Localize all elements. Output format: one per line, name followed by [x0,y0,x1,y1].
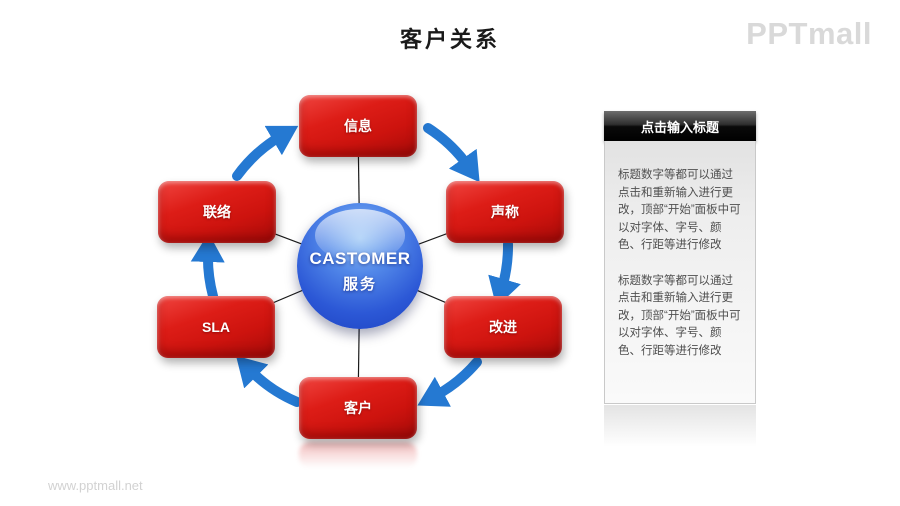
node-top-left[interactable]: 联络 [158,181,276,243]
panel-reflection [604,405,756,447]
node-bottom-right[interactable]: 改进 [444,296,562,358]
panel-paragraph-2[interactable]: 标题数字等都可以通过点击和重新输入进行更改，顶部“开始”面板中可以对字体、字号、… [618,274,741,357]
arrow-right [488,239,521,308]
arrow-topright [423,123,480,183]
sphere-label-line1: CASTOMER [309,248,411,268]
node-bottom-label: 客户 [344,400,372,416]
page-title[interactable]: 客户关系 [399,27,500,52]
node-top[interactable]: 信息 [299,95,417,157]
node-bottom[interactable]: 客户 [299,377,417,439]
text-panel: 点击输入标题 标题数字等都可以通过点击和重新输入进行更改，顶部“开始”面板中可以… [604,111,756,404]
panel-title[interactable]: 点击输入标题 [604,111,756,141]
arrow-topleft [232,125,299,181]
node-bottom-left-label: SLA [202,319,230,335]
node-top-right-label: 声称 [491,204,519,220]
arrow-bottomleft [235,355,302,407]
arrow-left [190,233,225,301]
pptmall-logo: PPTmall [746,16,872,51]
node-top-label: 信息 [344,118,372,134]
node-top-right[interactable]: 声称 [446,181,564,243]
arrow-bottomright [417,357,482,407]
panel-body: 标题数字等都可以通过点击和重新输入进行更改，顶部“开始”面板中可以对字体、字号、… [604,141,756,404]
panel-paragraph-1[interactable]: 标题数字等都可以通过点击和重新输入进行更改，顶部“开始”面板中可以对字体、字号、… [618,169,741,251]
cycle-arrows [190,123,521,407]
sphere-label-line2: 服务 [342,275,377,293]
center-sphere[interactable]: CASTOMER 服务 [297,203,423,329]
watermark-url: www.pptmall.net [48,478,143,493]
node-bottom-right-label: 改进 [489,319,517,335]
bottom-node-reflection [299,442,417,468]
node-bottom-left[interactable]: SLA [157,296,275,358]
node-top-left-label: 联络 [203,204,231,220]
